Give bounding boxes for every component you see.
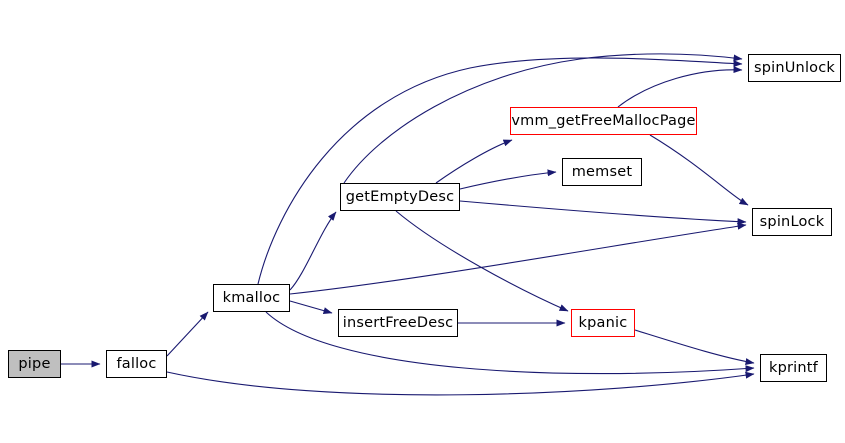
edge-kmalloc-to-insertFreeDesc: [289, 300, 333, 315]
node-label-kpanic: kpanic: [578, 314, 628, 331]
edge-vmm_getFreeMallocPage-to-spinUnlock: [617, 66, 743, 108]
node-spinUnlock[interactable]: spinUnlock: [748, 54, 841, 82]
node-label-falloc: falloc: [116, 355, 157, 372]
edge-falloc-to-kprintf: [166, 371, 755, 396]
edge-kmalloc-to-spinUnlock: [257, 57, 743, 285]
node-label-kprintf: kprintf: [769, 359, 818, 376]
node-insertFreeDesc[interactable]: insertFreeDesc: [338, 309, 458, 337]
node-label-spinUnlock: spinUnlock: [753, 59, 836, 76]
edge-kmalloc-to-getEmptyDesc: [289, 211, 337, 291]
node-label-kmalloc: kmalloc: [222, 289, 281, 306]
node-label-pipe: pipe: [18, 355, 51, 372]
edge-getEmptyDesc-to-spinLock: [459, 200, 747, 226]
node-kprintf[interactable]: kprintf: [760, 354, 827, 382]
node-falloc[interactable]: falloc: [106, 350, 167, 378]
node-kpanic[interactable]: kpanic: [571, 309, 635, 337]
edge-vmm_getFreeMallocPage-to-spinLock: [649, 134, 749, 206]
edge-getEmptyDesc-to-spinUnlock: [343, 53, 743, 184]
node-getEmptyDesc[interactable]: getEmptyDesc: [340, 183, 460, 211]
node-label-memset: memset: [571, 163, 633, 180]
node-memset[interactable]: memset: [562, 158, 642, 186]
node-label-spinLock: spinLock: [759, 213, 825, 230]
node-label-vmm_getFreeMallocPage: vmm_getFreeMallocPage: [511, 112, 696, 129]
node-spinLock[interactable]: spinLock: [752, 208, 832, 236]
edge-falloc-to-kmalloc: [166, 311, 209, 357]
edge-kmalloc-to-spinLock: [289, 222, 747, 295]
edge-kmalloc-to-kprintf: [265, 311, 755, 375]
node-label-getEmptyDesc: getEmptyDesc: [345, 188, 455, 205]
edge-getEmptyDesc-to-kpanic: [395, 210, 569, 312]
edge-getEmptyDesc-to-memset: [459, 169, 557, 190]
edge-getEmptyDesc-to-vmm_getFreeMallocPage: [435, 139, 513, 184]
node-label-insertFreeDesc: insertFreeDesc: [342, 314, 454, 331]
node-pipe[interactable]: pipe: [8, 350, 61, 378]
edge-kpanic-to-kprintf: [634, 329, 755, 365]
edge-group: [61, 53, 755, 396]
node-vmm_getFreeMallocPage[interactable]: vmm_getFreeMallocPage: [510, 107, 697, 135]
node-kmalloc[interactable]: kmalloc: [213, 284, 290, 312]
